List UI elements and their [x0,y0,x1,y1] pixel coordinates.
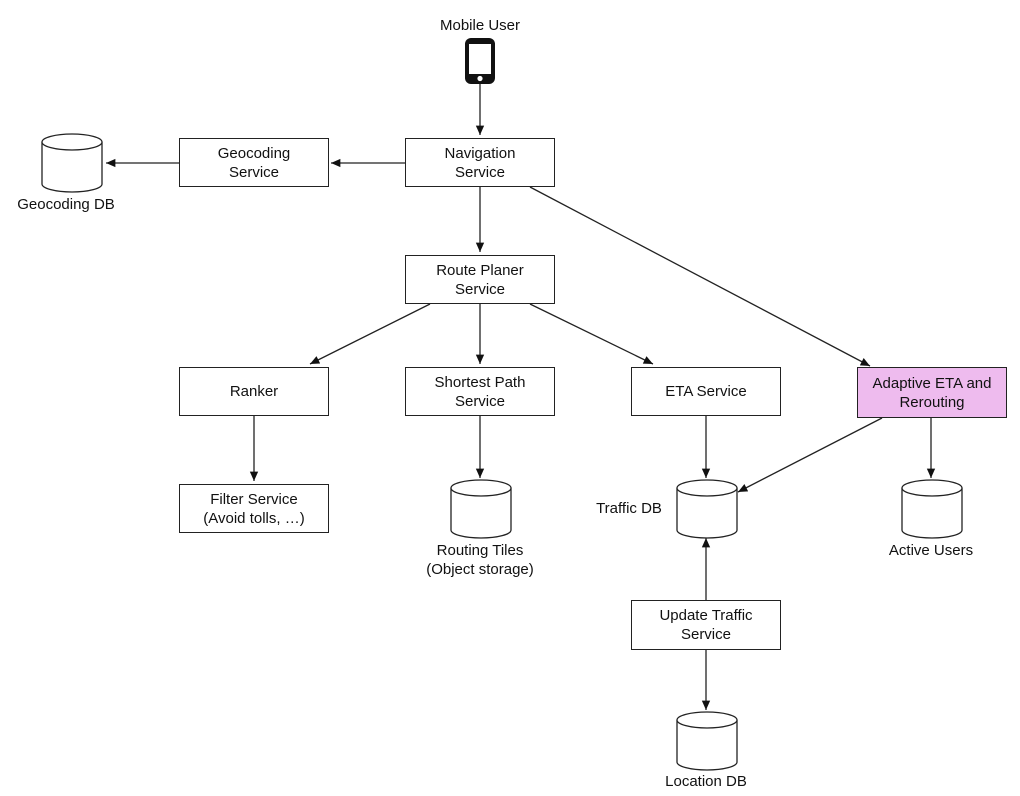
shortest-path-service-label: Shortest Path Service [434,373,526,410]
location-db-label: Location DB [665,773,747,790]
update-traffic-service-box[interactable]: Update Traffic Service [631,600,781,650]
active-users-label: Active Users [888,542,974,559]
adaptive-eta-rerouting-label: Adaptive ETA and Rerouting [872,374,992,411]
ranker-box[interactable]: Ranker [179,367,329,416]
ranker-label: Ranker [229,383,279,400]
route-planer-service-box[interactable]: Route Planer Service [405,255,555,304]
navigation-service-label: Navigation Service [444,144,516,181]
geocoding-service-box[interactable]: Geocoding Service [179,138,329,187]
navigation-service-box[interactable]: Navigation Service [405,138,555,187]
update-traffic-service-label: Update Traffic Service [659,607,753,643]
traffic-db-icon [676,479,738,539]
edge-navigation-to-adaptive-eta [529,186,871,367]
geocoding-service-label: Geocoding Service [217,144,291,181]
routing-tiles-label: Routing Tiles (Object storage) [426,542,534,578]
shortest-path-service-box[interactable]: Shortest Path Service [405,367,555,416]
routing-tiles-db-icon [450,479,512,539]
mobile-user-label: Mobile User [439,17,521,34]
filter-service-box[interactable]: Filter Service (Avoid tolls, …) [179,484,329,533]
active-users-db-icon [901,479,963,539]
geocoding-db-icon [41,133,103,193]
traffic-db-label: Traffic DB [596,500,662,517]
route-planer-service-label: Route Planer Service [436,261,524,298]
edge-adaptive-eta-to-traffic-db [737,417,883,493]
filter-service-label: Filter Service (Avoid tolls, …) [203,490,305,527]
adaptive-eta-rerouting-box[interactable]: Adaptive ETA and Rerouting [857,367,1007,418]
eta-service-label: ETA Service [665,383,747,400]
edge-route-planer-to-ranker [309,303,431,365]
location-db-icon [676,711,738,771]
eta-service-box[interactable]: ETA Service [631,367,781,416]
edge-route-planer-to-eta-service [529,303,654,365]
mobile-phone-icon [465,38,495,84]
geocoding-db-label: Geocoding DB [17,196,115,213]
